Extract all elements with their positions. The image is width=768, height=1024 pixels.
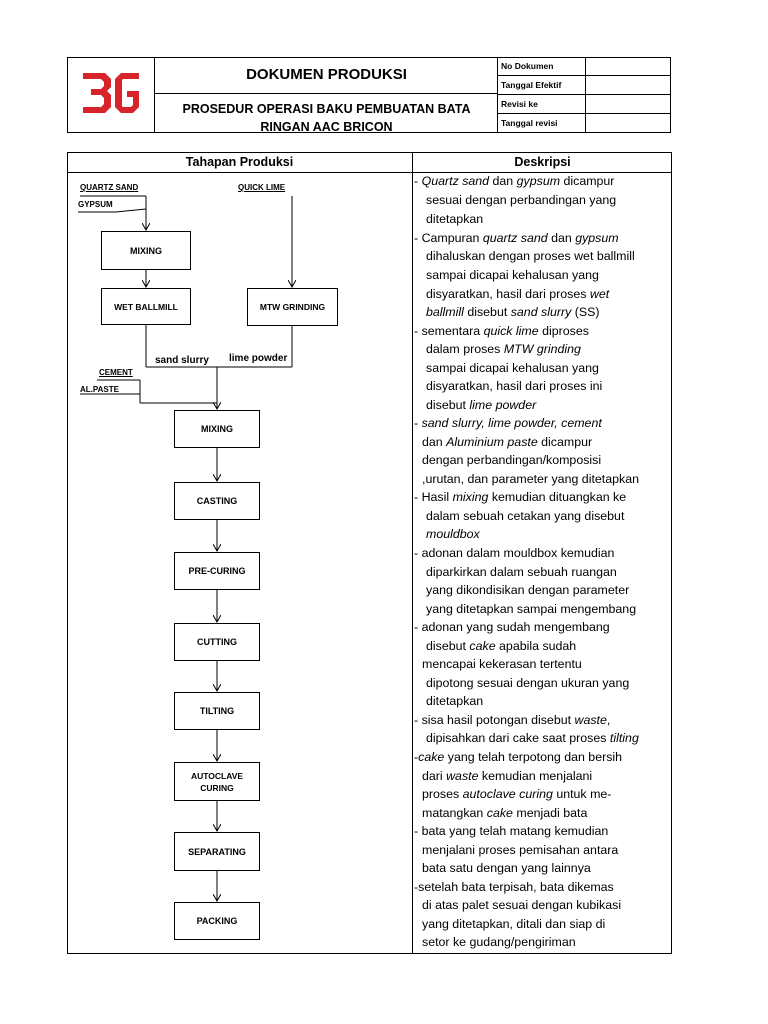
desc-line: disyaratkan, hasil dari proses ini (426, 379, 603, 393)
column-header-stages: Tahapan Produksi (185, 155, 294, 169)
subtitle-line-1: PROSEDUR OPERASI BAKU PEMBUATAN BATA (182, 102, 471, 116)
desc-line: menjalani proses pemisahan antara (422, 843, 619, 857)
desc-line: sampai dicapai kehalusan yang (426, 361, 599, 375)
meta-row-no-dokumen: No Dokumen (498, 57, 671, 76)
desc-line: dan Aluminium paste dicampur (422, 435, 593, 449)
desc-line: -setelah bata terpisah, bata dikemas (414, 880, 614, 894)
desc-line: yang ditetapkan, ditali dan siap di (422, 917, 606, 931)
header-divider (67, 172, 672, 173)
desc-line: setor ke gudang/pengiriman (422, 935, 576, 949)
meta-label: Tanggal Efektif (501, 80, 562, 90)
meta-label: No Dokumen (501, 61, 554, 71)
desc-line: disyaratkan, hasil dari proses wet (426, 287, 610, 301)
meta-row-tanggal-efektif: Tanggal Efektif (498, 76, 671, 95)
desc-line: matangkan cake menjadi bata (422, 806, 588, 820)
desc-line: yang dikondisikan dengan parameter (426, 583, 630, 597)
meta-row-revisi-ke: Revisi ke (498, 95, 671, 114)
desc-line: - sementara quick lime diproses (414, 324, 589, 338)
step-pre-curing: PRE-CURING (174, 552, 260, 590)
step-cutting: CUTTING (174, 623, 260, 661)
desc-line: - sand slurry, lime powder, cement (414, 416, 602, 430)
step-packing: PACKING (174, 902, 260, 940)
desc-line: sesuai dengan perbandingan yang (426, 193, 617, 207)
input-gypsum: GYPSUM (78, 200, 113, 209)
meta-label: Tanggal revisi (501, 118, 558, 128)
input-cement: CEMENT (99, 368, 133, 377)
desc-line: ,urutan, dan parameter yang ditetapkan (422, 472, 639, 486)
step-mtw-grinding: MTW GRINDING (247, 288, 338, 326)
desc-line: dipotong sesuai dengan ukuran yang (426, 676, 630, 690)
desc-line: - sisa hasil potongan disebut waste, (414, 713, 611, 727)
autoclave-line-1: AUTOCLAVE (190, 770, 244, 781)
desc-line: - Hasil mixing kemudian dituangkan ke (414, 490, 627, 504)
desc-line: - adonan dalam mouldbox kemudian (414, 546, 615, 560)
desc-line: mouldbox (426, 527, 480, 541)
meta-label: Revisi ke (501, 99, 538, 109)
label-sand-slurry: sand slurry (155, 355, 209, 366)
step-tilting: TILTING (174, 692, 260, 730)
company-logo (83, 73, 139, 113)
step-mixing-raw: MIXING (101, 231, 191, 270)
input-quartz-sand: QUARTZ SAND (80, 183, 139, 192)
desc-line: dari waste kemudian menjalani (422, 769, 593, 783)
desc-line: -cake yang telah terpotong dan bersih (414, 750, 623, 764)
desc-line: sampai dicapai kehalusan yang (426, 268, 599, 282)
step-mixing: MIXING (174, 410, 260, 448)
document-title: DOKUMEN PRODUKSI (246, 66, 407, 83)
desc-line: dalam proses MTW grinding (426, 342, 581, 356)
desc-line: dalam sebuah cetakan yang disebut (426, 509, 625, 523)
desc-line: ditetapkan (426, 212, 484, 226)
desc-line: bata satu dengan yang lainnya (422, 861, 591, 875)
desc-line: - adonan yang sudah mengembang (414, 620, 610, 634)
document-subtitle: PROSEDUR OPERASI BAKU PEMBUATAN BATA RIN… (155, 100, 498, 136)
label-lime-powder: lime powder (229, 353, 288, 364)
desc-line: ditetapkan (426, 694, 484, 708)
meta-row-tanggal-revisi: Tanggal revisi (498, 114, 671, 133)
procedure-table (67, 152, 672, 954)
desc-line: - Campuran quartz sand dan gypsum (414, 231, 619, 245)
input-quick-lime: QUICK LIME (238, 183, 286, 192)
desc-line: proses autoclave curing untuk me- (422, 787, 612, 801)
desc-line: diparkirkan dalam sebuah ruangan (426, 565, 617, 579)
step-casting: CASTING (174, 482, 260, 520)
desc-line: - Quartz sand dan gypsum dicampur (414, 174, 615, 188)
step-wet-ballmill: WET BALLMILL (101, 288, 191, 325)
desc-line: mencapai kekerasan tertentu (422, 657, 582, 671)
column-header-description: Deskripsi (514, 155, 571, 169)
input-al-paste: AL.PASTE (80, 385, 119, 394)
step-separating: SEPARATING (174, 832, 260, 871)
desc-line: ballmill disebut sand slurry (SS) (426, 305, 600, 319)
autoclave-line-2: CURING (200, 782, 234, 793)
header-table (67, 57, 671, 133)
desc-line: - bata yang telah matang kemudian (414, 824, 609, 838)
desc-line: disebut cake apabila sudah (426, 639, 577, 653)
title-cell (155, 57, 498, 133)
desc-line: dipisahkan dari cake saat proses tilting (426, 731, 639, 745)
subtitle-line-2: RINGAN AAC BRICON (260, 120, 393, 134)
logo-cell (67, 57, 155, 133)
desc-line: dihaluskan dengan proses wet ballmill (426, 249, 635, 263)
desc-line: disebut lime powder (426, 398, 537, 412)
desc-line: di atas palet sesuai dengan kubikasi (422, 898, 622, 912)
column-divider (412, 152, 413, 954)
step-autoclave-curing: AUTOCLAVE CURING (174, 762, 260, 801)
desc-line: yang ditetapkan sampai mengembang (426, 602, 637, 616)
desc-line: dengan perbandingan/komposisi (422, 453, 602, 467)
title-divider (155, 93, 498, 94)
